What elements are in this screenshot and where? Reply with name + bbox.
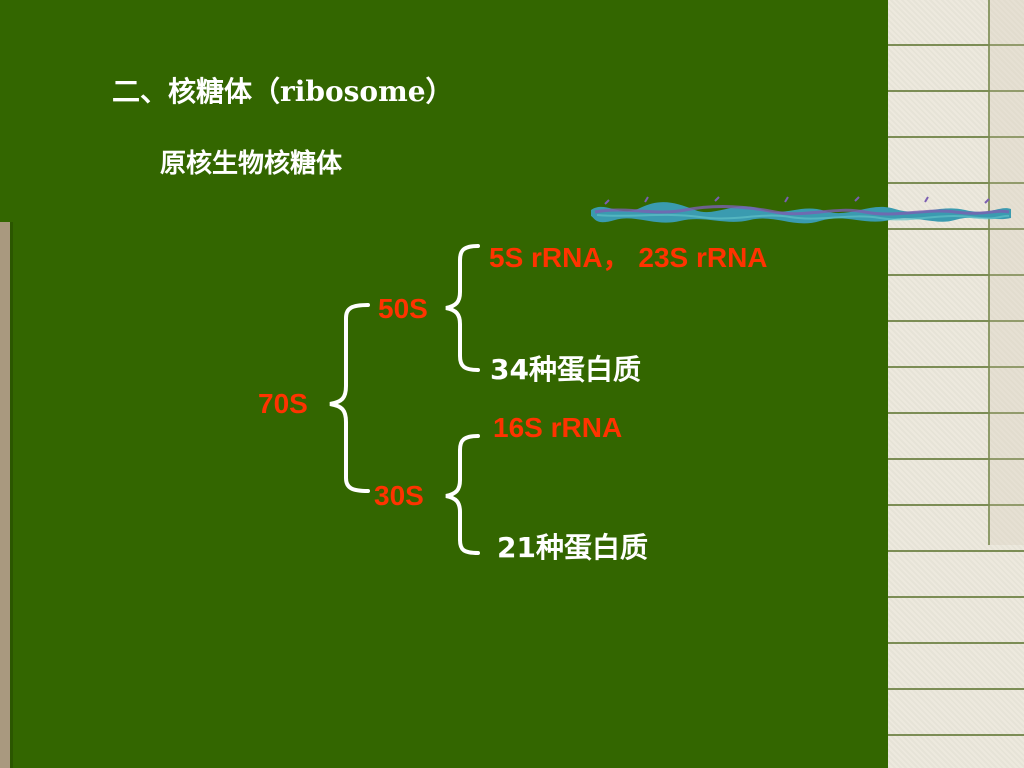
node-50s: 50S <box>378 293 428 324</box>
node-30s-proteins: 21种蛋白质 <box>497 531 648 564</box>
node-50s-proteins: 34种蛋白质 <box>490 353 641 386</box>
left-edge-strip <box>0 222 10 768</box>
lined-paper-decoration <box>888 0 1024 768</box>
brace-30s <box>445 434 480 555</box>
slide-subtitle: 原核生物核糖体 <box>160 149 343 179</box>
brush-stroke-decoration <box>591 196 1011 224</box>
node-70s: 70S <box>258 388 308 419</box>
left-edge-shadow <box>10 222 13 768</box>
node-30s-rrna: 16S rRNA <box>493 412 623 443</box>
brace-70s <box>329 303 370 493</box>
node-50s-rrna: 5S rRNA， 23S rRNA <box>489 242 768 273</box>
slide-title: 二、核糖体（ribosome） <box>112 75 454 108</box>
brace-50s <box>445 244 480 372</box>
paper-margin-block <box>990 0 1024 545</box>
node-30s: 30S <box>374 480 424 511</box>
paper-margin-line <box>988 0 990 545</box>
